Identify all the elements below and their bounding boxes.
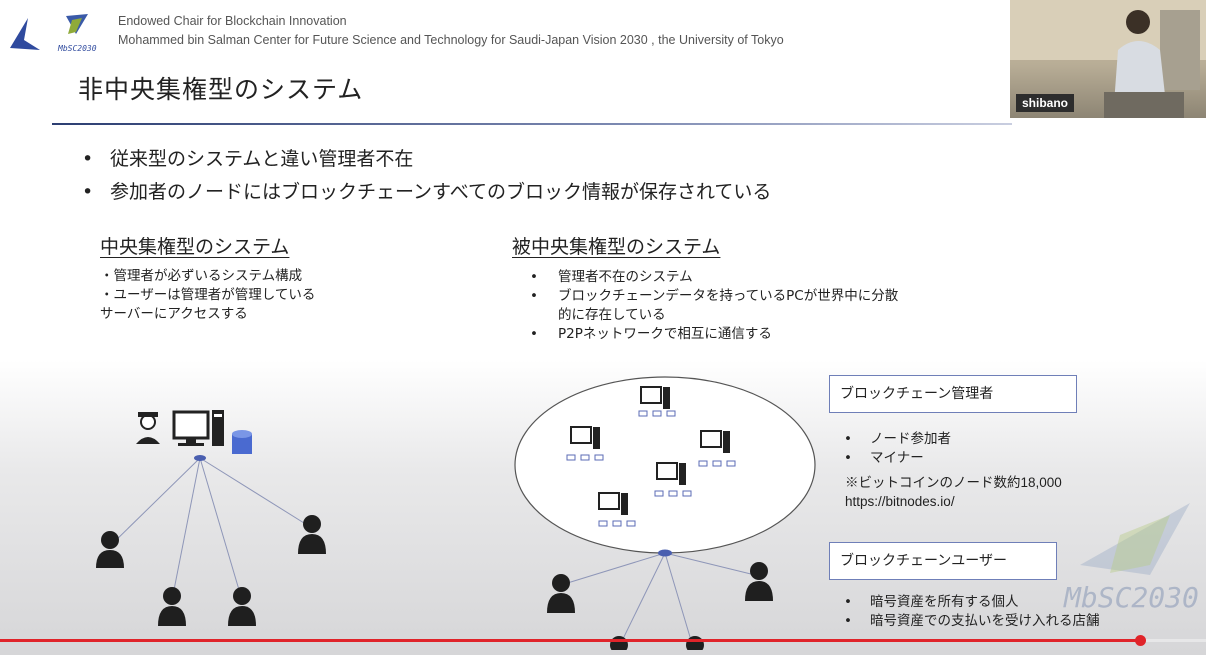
admin-item: マイナー	[842, 449, 951, 468]
progress-scrubber-handle[interactable]	[1134, 635, 1146, 646]
node-count-note: ※ビットコインのノード数約18,000	[845, 475, 1062, 490]
centralized-line: サーバーにアクセスする	[100, 306, 248, 322]
node-pc-icon	[598, 492, 636, 527]
bullet-item: 従来型のシステムと違い管理者不在	[82, 143, 771, 176]
decentralized-item: 管理者不在のシステム	[530, 268, 898, 287]
node-pc-icon	[698, 430, 736, 467]
decentralized-item-continued: 的に存在している	[558, 307, 666, 323]
bitnodes-link: https://bitnodes.io/	[845, 494, 955, 509]
node-pc-icon	[566, 426, 604, 461]
user-icons	[547, 562, 773, 650]
main-bullets: 従来型のシステムと違い管理者不在 参加者のノードにはブロックチェーンすべてのブロ…	[82, 143, 771, 209]
webcam-overlay: shibano	[1010, 0, 1206, 118]
bullet-item: 参加者のノードにはブロックチェーンすべてのブロック情報が保存されている	[82, 176, 771, 209]
admin-list: ノード参加者 マイナー	[842, 430, 951, 468]
user-item: 暗号資産での支払いを受け入れる店舗	[842, 612, 1100, 631]
org-header: Endowed Chair for Blockchain Innovation …	[118, 12, 784, 50]
admin-box-title: ブロックチェーン管理者	[829, 375, 1077, 413]
admin-note: ※ビットコインのノード数約18,000 https://bitnodes.io/	[845, 473, 1062, 511]
webcam-name-label: shibano	[1016, 94, 1075, 112]
connection-lines	[109, 457, 313, 601]
centralized-heading: 中央集権型のシステム	[100, 236, 290, 258]
user-item: 暗号資産を所有する個人	[842, 593, 1100, 612]
node-pc-icon	[654, 462, 692, 497]
org-line-1: Endowed Chair for Blockchain Innovation	[118, 14, 347, 28]
user-icon	[547, 574, 575, 613]
decentralized-diagram	[514, 376, 816, 650]
mbsc2030-logo: MbSC2030	[10, 14, 97, 53]
user-icons	[96, 515, 326, 626]
decentralized-list: 管理者不在のシステム ブロックチェーンデータを持っているPCが世界中に分散的に存…	[530, 268, 898, 344]
user-icon	[158, 587, 186, 626]
centralized-line: ・管理者が必ずいるシステム構成	[100, 268, 303, 284]
decentralized-heading: 被中央集権型のシステム	[512, 236, 721, 258]
progress-fill	[0, 639, 1140, 642]
node-pc-icon	[638, 386, 676, 417]
centralized-description: ・管理者が必ずいるシステム構成 ・ユーザーは管理者が管理している サーバーにアク…	[100, 267, 315, 324]
admin-item: ノード参加者	[842, 430, 951, 449]
decentralized-item: P2Pネットワークで相互に通信する	[530, 325, 898, 344]
decentralized-item-text: ブロックチェーンデータを持っているPCが世界中に分散	[558, 288, 899, 304]
database-icon	[232, 430, 252, 454]
user-box-title: ブロックチェーンユーザー	[829, 542, 1057, 580]
org-line-2: Mohammed bin Salman Center for Future Sc…	[118, 33, 784, 47]
connection-lines	[560, 552, 756, 648]
logo-text: MbSC2030	[57, 44, 97, 53]
server-computer-icon	[172, 410, 224, 446]
network-connector-node	[658, 549, 672, 557]
user-icon	[745, 562, 773, 601]
user-icon	[228, 587, 256, 626]
centralized-diagram	[96, 410, 326, 626]
title-divider	[52, 123, 1012, 125]
hub-node	[194, 455, 206, 461]
centralized-line: ・ユーザーは管理者が管理している	[100, 287, 316, 303]
presenter-video	[1010, 0, 1206, 118]
user-icon	[298, 515, 326, 554]
slide-title: 非中央集権型のシステム	[78, 75, 364, 104]
user-list: 暗号資産を所有する個人 暗号資産での支払いを受け入れる店舗	[842, 593, 1100, 631]
user-icon	[96, 531, 124, 568]
video-progress-bar[interactable]	[0, 635, 1206, 646]
administrator-icon	[136, 412, 160, 444]
